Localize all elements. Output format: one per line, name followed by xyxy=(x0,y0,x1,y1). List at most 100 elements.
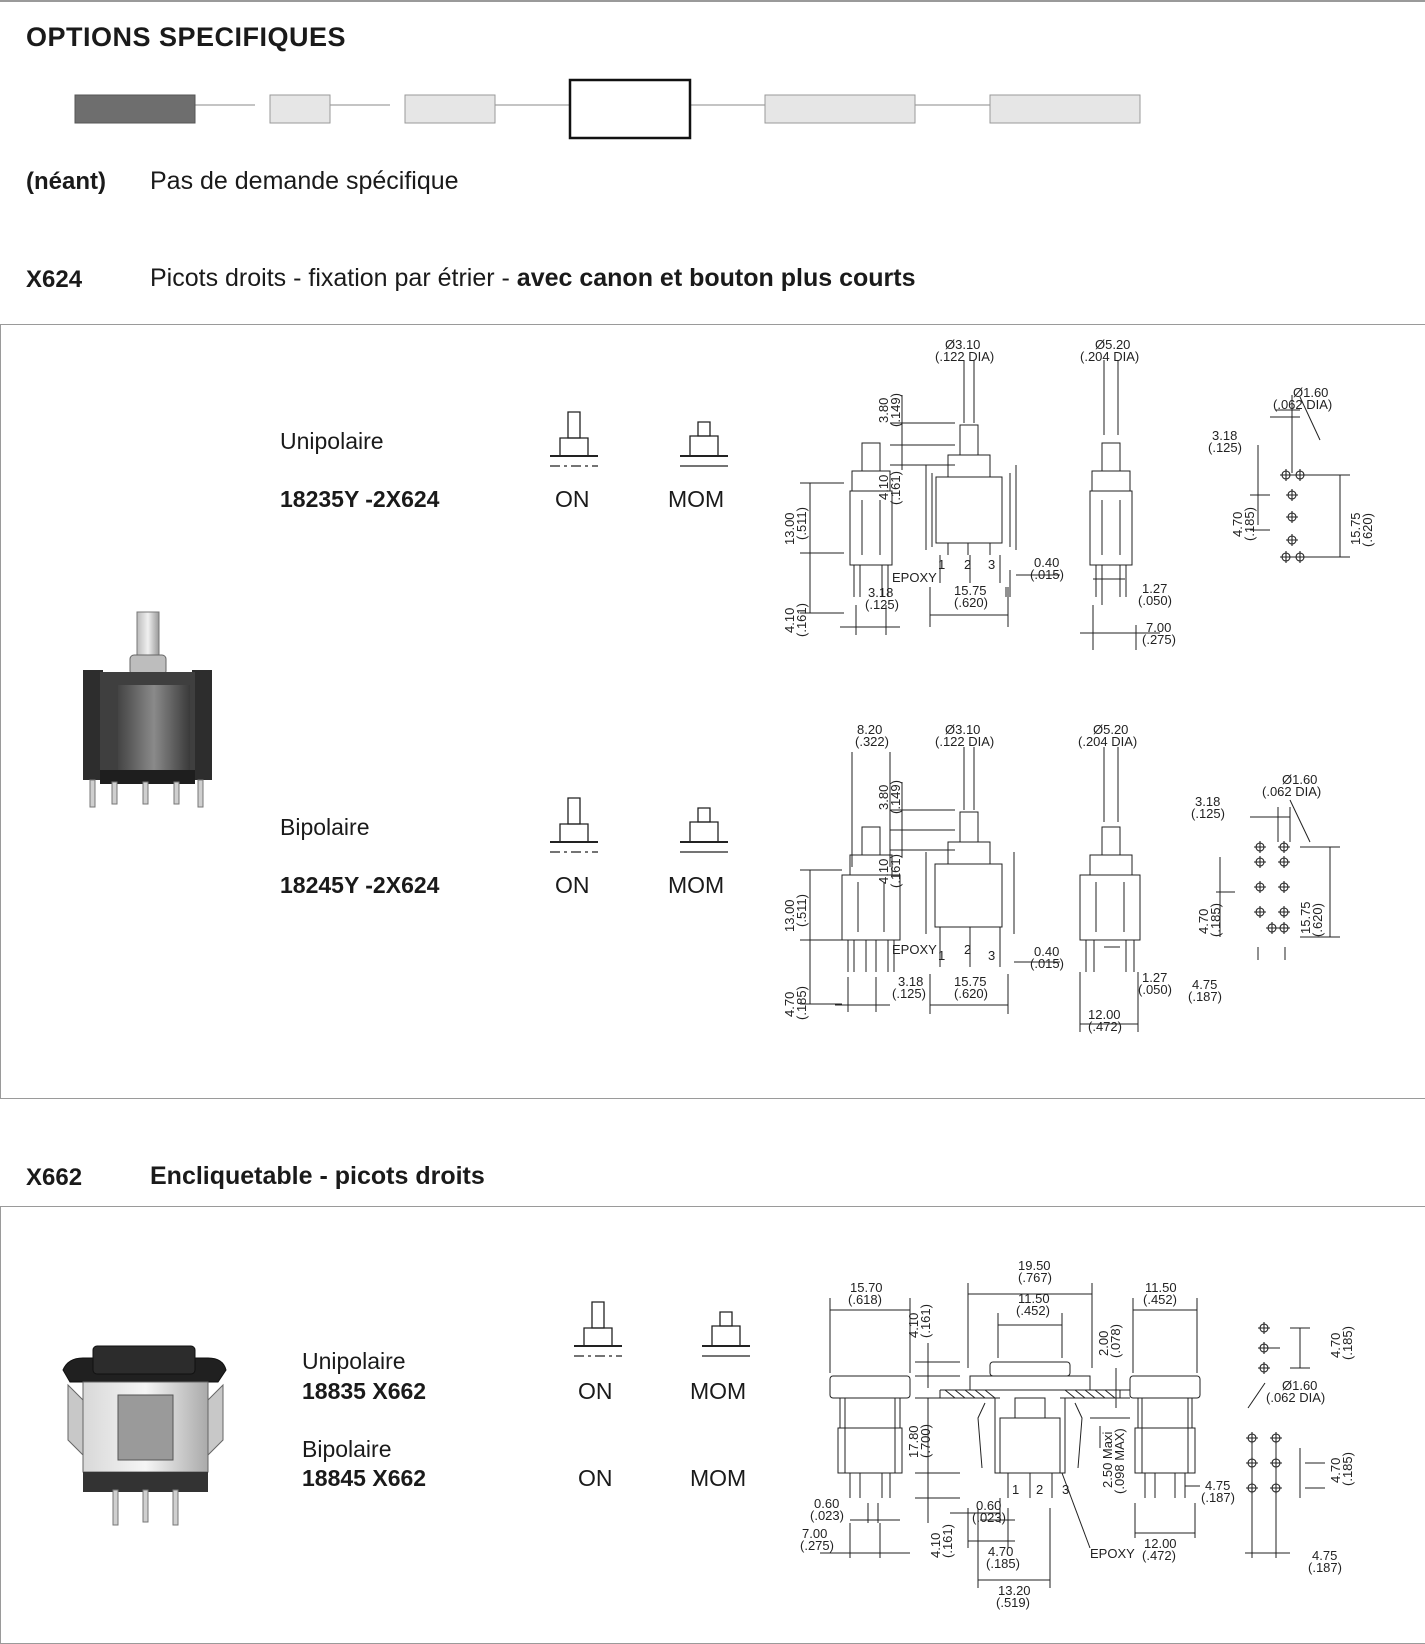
option-none-description: Pas de demande spécifique xyxy=(150,167,459,195)
x662-p470bb: (.185) xyxy=(1340,1452,1355,1486)
x662-pin2: 2 xyxy=(1036,1482,1043,1497)
x624-bi-h1200b: (.472) xyxy=(1088,1019,1122,1034)
x624-bi-pin2: 2 xyxy=(964,942,971,957)
code-box-6 xyxy=(990,95,1140,123)
x624-bi-p475b: (.187) xyxy=(1188,989,1222,1004)
x624-uni-d160: Ø1.60 xyxy=(1293,385,1328,400)
x624-bi-h040: 0.40 xyxy=(1034,944,1059,959)
x624-bi-v380: 3.80 xyxy=(876,785,891,810)
x662-bi-mom: MOM xyxy=(690,1465,747,1491)
x624-uni-d160b: (.062 DIA) xyxy=(1273,397,1332,412)
x662-h060c: 0.60 xyxy=(976,1498,1001,1513)
x662-p475b: (.187) xyxy=(1308,1560,1342,1575)
x662-uni-on: ON xyxy=(578,1378,613,1404)
x662-v250: 2.50 Maxi xyxy=(1100,1432,1115,1488)
x624-bi-p475: 4.75 xyxy=(1192,977,1217,992)
x624-uni-v380b: (.149) xyxy=(888,393,903,427)
x624-bi-p318: 3.18 xyxy=(1195,794,1220,809)
x624-uni-h127: 1.27 xyxy=(1142,581,1167,596)
x662-product-photo xyxy=(58,1340,233,1530)
x662-h1320b: (.519) xyxy=(996,1595,1030,1610)
option-x624-description: Picots droits - fixation par étrier - av… xyxy=(150,264,915,293)
x662-h060cb: (.023) xyxy=(972,1510,1006,1525)
x624-bi-h040b: (.015) xyxy=(1030,956,1064,971)
x662-p470b: 4.70 xyxy=(1328,1458,1343,1483)
x624-bi-h318b: (.125) xyxy=(892,986,926,1001)
code-box-5 xyxy=(765,95,915,123)
x624-bi-d310b: (.122 DIA) xyxy=(935,734,994,749)
x624-bi-h820b: (.322) xyxy=(855,734,889,749)
x624-bi-d310: Ø3.10 xyxy=(945,722,980,737)
x624-uni-label: Unipolaire xyxy=(280,428,384,454)
x624-bi-mom-symbol xyxy=(678,806,730,858)
x624-uni-p1575b: (.620) xyxy=(1360,513,1375,547)
x624-bi-h127b: (.050) xyxy=(1138,982,1172,997)
x624-uni-v1300: 13.00 xyxy=(782,512,797,545)
x662-v410b: (.161) xyxy=(918,1304,933,1338)
x662-epoxy: EPOXY xyxy=(1090,1546,1135,1561)
code-box-1 xyxy=(75,95,195,123)
x662-p470ab: (.185) xyxy=(1340,1326,1355,1360)
x624-panel xyxy=(0,324,1425,1099)
x662-mom-symbol xyxy=(700,1310,752,1362)
x624-uni-pin1: 1 xyxy=(938,557,945,572)
x662-h1150b: (.452) xyxy=(1016,1303,1050,1318)
x662-h1150r: 11.50 xyxy=(1145,1280,1177,1295)
x624-uni-d310b: (.122 DIA) xyxy=(935,349,994,364)
x624-bi-p1575: 15.75 xyxy=(1298,901,1313,934)
x662-on-symbol xyxy=(572,1300,624,1362)
x624-bi-pin1: 1 xyxy=(938,948,945,963)
x624-bi-h1200: 12.00 xyxy=(1088,1007,1121,1022)
page-title: OPTIONS SPECIFIQUES xyxy=(26,22,347,52)
x624-bi-v1300b: (.511) xyxy=(794,894,809,927)
x624-product-photo xyxy=(83,610,212,810)
x662-pin3: 3 xyxy=(1062,1482,1069,1497)
x624-uni-v410: 4.10 xyxy=(876,475,891,500)
x624-uni-v410b: (.161) xyxy=(888,471,903,505)
x624-uni-mom-symbol xyxy=(678,420,730,472)
x662-h475: 4.75 xyxy=(1205,1478,1230,1493)
code-diagram xyxy=(60,70,1150,145)
x624-bi-d520: Ø5.20 xyxy=(1093,722,1128,737)
x662-h1150: 11.50 xyxy=(1018,1291,1050,1306)
x662-h1950: 19.50 xyxy=(1018,1258,1051,1273)
x624-bi-p470: 4.70 xyxy=(1196,909,1211,934)
option-x624-description-plain: Picots droits - fixation par étrier - xyxy=(150,264,517,292)
x624-uni-d310: Ø3.10 xyxy=(945,337,980,352)
option-x662-code: X662 xyxy=(26,1164,83,1191)
x624-uni-h318b: (.125) xyxy=(865,597,899,612)
x662-v250b: (.098 MAX) xyxy=(1112,1428,1127,1494)
code-box-2 xyxy=(270,95,330,123)
x624-uni-h700b: (.275) xyxy=(1142,632,1176,647)
x624-bi-on-symbol xyxy=(548,796,600,858)
x624-uni-h040: 0.40 xyxy=(1034,555,1059,570)
x624-bi-v410b: (.161) xyxy=(888,854,903,888)
x624-uni-pin3: 3 xyxy=(988,557,995,572)
x662-p470a: 4.70 xyxy=(1328,1333,1343,1358)
x624-bi-p1575b: (.620) xyxy=(1310,903,1325,937)
x624-bi-on: ON xyxy=(555,872,590,898)
x662-uni-part: 18835 X662 xyxy=(302,1378,427,1404)
x624-bi-v1300: 13.00 xyxy=(782,899,797,932)
x662-h470b: (.185) xyxy=(986,1556,1020,1571)
x662-h1570b: (.618) xyxy=(848,1292,882,1307)
x662-v410b2: 4.10 xyxy=(928,1533,943,1558)
x624-bi-p470b: (.185) xyxy=(1208,903,1223,937)
x662-p475: 4.75 xyxy=(1312,1548,1337,1563)
x662-h1150rb: (.452) xyxy=(1143,1292,1177,1307)
x662-h1950b: (.767) xyxy=(1018,1270,1052,1285)
x662-d160b: (.062 DIA) xyxy=(1266,1390,1325,1405)
x624-uni-drawing: Ø3.10 (.122 DIA) Ø5.20 (.204 DIA) Ø1.60 … xyxy=(782,337,1375,665)
x624-uni-p318b: (.125) xyxy=(1208,440,1242,455)
x624-uni-p318: 3.18 xyxy=(1212,428,1237,443)
x662-drawing: 15.70 (.618) 4.10 (.161) 19.50 (.767) 11… xyxy=(800,1258,1355,1610)
x624-uni-on-symbol xyxy=(548,410,600,472)
x624-uni-h040b: (.015) xyxy=(1030,567,1064,582)
x662-bi-label: Bipolaire xyxy=(302,1436,392,1462)
x624-bi-h820: 8.20 xyxy=(857,722,882,737)
x624-bi-label: Bipolaire xyxy=(280,814,370,840)
x624-uni-v410l: 4.10 xyxy=(782,608,797,633)
x662-bi-on: ON xyxy=(578,1465,613,1491)
x624-uni-mom: MOM xyxy=(668,486,725,512)
x624-bi-h127: 1.27 xyxy=(1142,970,1167,985)
